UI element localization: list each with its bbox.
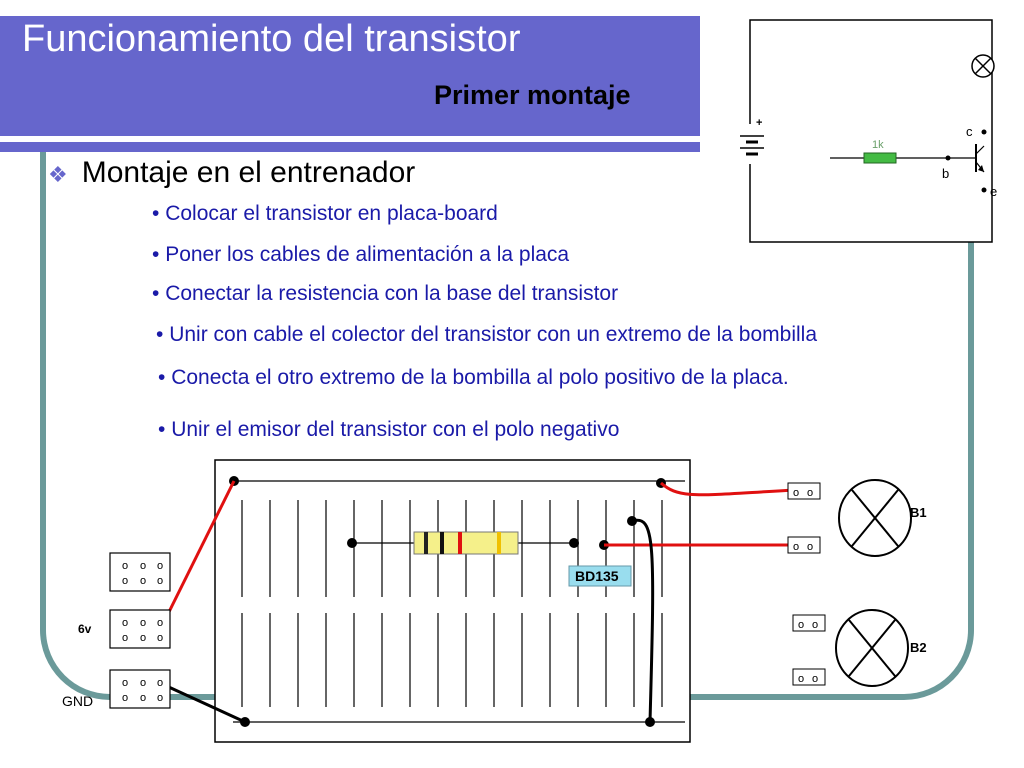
svg-text:o: o — [140, 677, 146, 689]
base-node — [945, 155, 951, 161]
lamp2-label: B2 — [910, 640, 927, 655]
resistor-component — [413, 531, 519, 555]
svg-text:o: o — [122, 575, 128, 587]
step-item: Unir el emisor del transistor con el pol… — [158, 418, 619, 442]
schematic-border — [749, 19, 993, 243]
step-item: Conecta el otro extremo de la bombilla a… — [158, 366, 789, 390]
step-item: Unir con cable el colector del transisto… — [156, 323, 817, 347]
svg-text:o: o — [157, 677, 163, 689]
section-heading: ❖ Montaje en el entrenador — [48, 156, 415, 190]
svg-text:o: o — [798, 673, 804, 685]
svg-text:o: o — [122, 677, 128, 689]
section-heading-text: Montaje en el entrenador — [81, 156, 416, 189]
ground-wire — [159, 681, 246, 724]
svg-text:o: o — [122, 632, 128, 644]
svg-text:o: o — [798, 619, 804, 631]
supply-label: 6v — [78, 622, 92, 636]
resistor-label: 1k — [872, 139, 884, 151]
base-pin — [569, 538, 579, 548]
lamp1-bulb-icon — [838, 479, 912, 557]
svg-text:o: o — [157, 617, 163, 629]
circuit-schematic: + 6V 1k c b e — [740, 19, 997, 243]
svg-text:o: o — [793, 487, 799, 499]
resistor-symbol — [863, 152, 897, 164]
lamp-symbol — [971, 54, 995, 78]
title-band — [0, 16, 700, 136]
svg-text:+: + — [756, 117, 762, 129]
svg-text:o: o — [157, 560, 163, 572]
title-underline — [0, 142, 700, 152]
base-label: b — [942, 166, 949, 181]
emitter-node — [981, 187, 987, 193]
svg-text:o: o — [140, 560, 146, 572]
svg-text:o: o — [122, 560, 128, 572]
lamp1-supply-wire — [660, 481, 796, 497]
lamp1-label: B1 — [910, 505, 927, 520]
svg-text:o: o — [122, 617, 128, 629]
supply-wire — [158, 480, 236, 631]
transistor-symbol — [975, 144, 985, 173]
step-item: Conectar la resistencia con la base del … — [152, 282, 618, 306]
svg-text:o: o — [793, 541, 799, 553]
emitter-wire — [631, 518, 655, 723]
svg-text:o: o — [140, 692, 146, 704]
svg-text:o: o — [812, 673, 818, 685]
slide-title: Funcionamiento del transistor — [22, 18, 521, 60]
collector-node — [981, 129, 987, 135]
transistor-label: BD135 — [575, 568, 619, 584]
diamond-bullet-icon: ❖ — [48, 162, 68, 187]
collector-label: c — [966, 124, 973, 139]
resistor-pin — [347, 538, 357, 548]
battery-symbol: + — [740, 117, 764, 164]
slide-subtitle: Primer montaje — [434, 80, 631, 110]
svg-text:o: o — [157, 692, 163, 704]
svg-text:o: o — [140, 617, 146, 629]
svg-text:o: o — [140, 632, 146, 644]
breadboard — [214, 459, 691, 743]
svg-text:o: o — [157, 632, 163, 644]
svg-text:o: o — [807, 541, 813, 553]
svg-text:o: o — [157, 575, 163, 587]
svg-text:o: o — [812, 619, 818, 631]
lamp2-bulb-icon — [835, 609, 909, 687]
transistor-label-box — [568, 565, 632, 587]
ground-label: GND — [62, 693, 93, 709]
emitter-label: e — [990, 184, 997, 199]
svg-text:o: o — [807, 487, 813, 499]
step-item: Colocar el transistor en placa-board — [152, 202, 498, 226]
step-item: Poner los cables de alimentación a la pl… — [152, 243, 569, 267]
svg-text:o: o — [140, 575, 146, 587]
svg-text:o: o — [122, 692, 128, 704]
